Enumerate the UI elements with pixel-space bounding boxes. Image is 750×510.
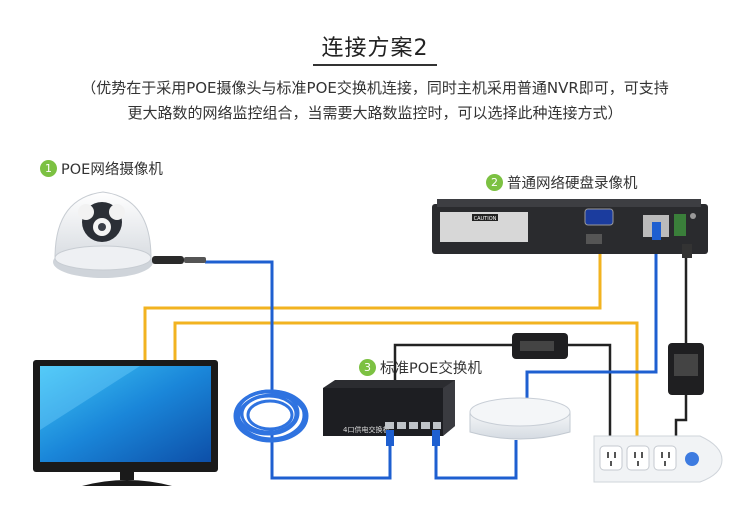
nvr-power-adapter bbox=[668, 343, 704, 395]
camera-switch-cable bbox=[205, 260, 274, 392]
subtitle-line-2: 更大路数的网络监控组合，当需要大路数监控时，可以选择此种连接方式） bbox=[127, 104, 623, 122]
yellow-cables bbox=[143, 240, 639, 455]
nvr-recorder: CAUTION bbox=[432, 199, 708, 258]
yellow-cable-monitor-nvr bbox=[143, 240, 602, 360]
switch-number-badge: 3 bbox=[359, 359, 376, 376]
switch-power-adapter bbox=[512, 333, 568, 359]
cable-coil bbox=[233, 389, 309, 443]
router bbox=[469, 397, 571, 440]
camera-number-badge: 1 bbox=[40, 160, 57, 177]
blue-cables bbox=[205, 222, 658, 480]
power-strip bbox=[593, 435, 723, 483]
nvr-number-badge: 2 bbox=[486, 174, 503, 191]
page-title: 连接方案2 bbox=[321, 36, 429, 61]
monitor bbox=[33, 360, 218, 486]
switch-to-router-cable bbox=[434, 440, 518, 480]
camera-label-text: POE网络摄像机 bbox=[61, 162, 163, 178]
router-to-nvr-cable bbox=[525, 222, 658, 420]
poe-camera bbox=[53, 191, 206, 278]
switch-adapter-cable bbox=[568, 343, 612, 455]
coil-to-switch-cable bbox=[270, 430, 392, 480]
poe-switch: 4口供电交换机 bbox=[323, 380, 455, 446]
nvr-label-text: 普通网络硬盘录像机 bbox=[507, 176, 638, 192]
switch-ports bbox=[385, 422, 441, 429]
subtitle-line-1: （优势在于采用POE摄像头与标准POE交换机连接，同时主机采用普通NVR即可，可… bbox=[81, 79, 669, 97]
camera-label: 1 POE网络摄像机 bbox=[40, 158, 163, 179]
switch-label: 3 标准POE交换机 bbox=[359, 357, 482, 378]
switch-name-text: 4口供电交换机 bbox=[343, 425, 389, 434]
switch-power-cable bbox=[393, 343, 512, 383]
nvr-caution-text: CAUTION bbox=[474, 216, 497, 222]
switch-label-text: 标准POE交换机 bbox=[380, 361, 482, 377]
title-underline bbox=[313, 64, 437, 66]
yellow-cable-monitor-strip bbox=[173, 321, 639, 455]
nvr-label: 2 普通网络硬盘录像机 bbox=[486, 172, 638, 193]
